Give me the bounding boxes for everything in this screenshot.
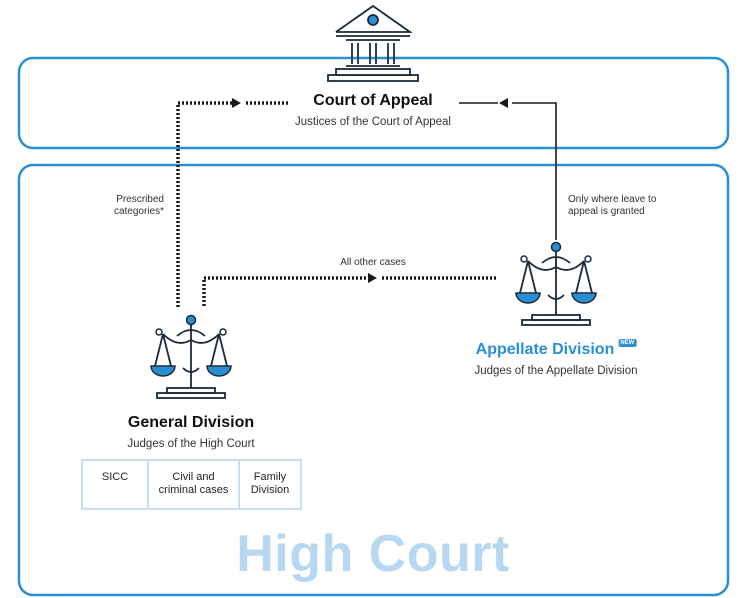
court-of-appeal-title: Court of Appeal — [313, 92, 433, 109]
label-prescribed-categories: Prescribed categories* — [113, 194, 164, 217]
general-division-subtitle: Judges of the High Court — [127, 438, 255, 450]
high-court-label: High Court — [236, 525, 510, 583]
court-of-appeal-frame — [17, 56, 730, 150]
scales-of-justice-icon — [515, 241, 597, 326]
appellate-division-title: Appellate Division — [475, 341, 615, 358]
court-of-appeal-subtitle: Justices of the Court of Appeal — [295, 116, 451, 128]
division-family: Family Division — [238, 461, 300, 508]
division-civil-criminal: Civil and criminal cases — [147, 461, 238, 508]
divisions-table: SICC Civil and criminal cases Family Div… — [81, 459, 302, 510]
courthouse-icon — [327, 4, 419, 82]
arrowhead — [499, 98, 508, 108]
arrowhead — [232, 98, 241, 108]
new-badge: NEW — [618, 339, 637, 347]
division-sicc: SICC — [101, 471, 129, 483]
arrowhead — [368, 273, 377, 283]
scales-of-justice-icon — [150, 314, 232, 399]
high-court-frame — [17, 163, 730, 597]
label-leave-to-appeal: Only where leave to appeal is granted — [568, 194, 657, 217]
label-all-other-cases: All other cases — [340, 257, 406, 268]
arrow-general-to-appellate — [202, 276, 368, 306]
arrow-general-to-appeal — [176, 101, 232, 307]
arrow-appellate-to-appeal — [512, 102, 557, 240]
appellate-division-subtitle: Judges of the Appellate Division — [474, 365, 638, 377]
general-division-title: General Division — [127, 414, 255, 431]
